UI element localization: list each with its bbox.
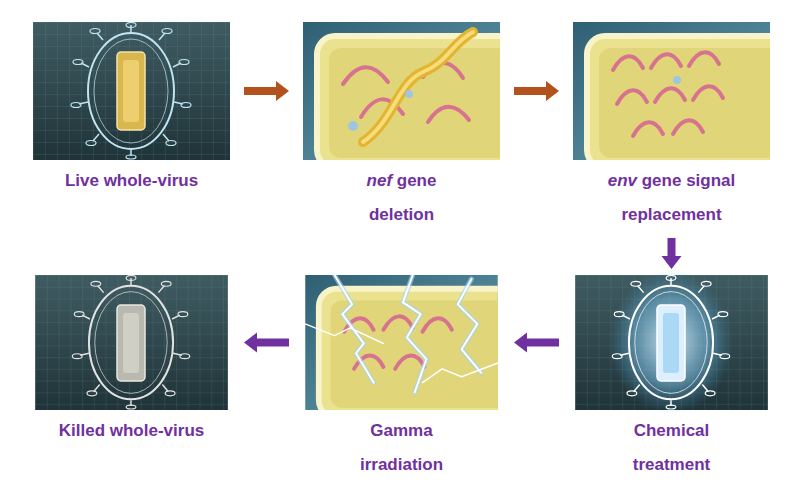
picture-area bbox=[573, 275, 770, 410]
picture-part bbox=[403, 275, 426, 392]
picture-part bbox=[334, 275, 373, 383]
picture-area bbox=[33, 22, 230, 160]
picture-part bbox=[395, 355, 424, 368]
picture-part bbox=[71, 23, 191, 160]
picture-part bbox=[33, 22, 230, 160]
picture-area bbox=[573, 22, 770, 160]
step-caption: nef gene deletion bbox=[347, 164, 457, 232]
picture-part bbox=[363, 32, 473, 142]
picture-part bbox=[305, 324, 383, 344]
step-caption: env gene signal replacement bbox=[597, 164, 747, 232]
picture-part bbox=[458, 279, 481, 373]
step-caption: Gamma irradiation bbox=[352, 414, 452, 482]
picture-part bbox=[305, 275, 514, 418]
picture-part bbox=[303, 22, 517, 168]
picture-part bbox=[693, 86, 723, 100]
picture-part bbox=[363, 32, 473, 142]
picture-part bbox=[458, 279, 481, 373]
picture-part bbox=[609, 270, 733, 414]
step-panel: Live whole-virus bbox=[33, 22, 230, 198]
picture-part bbox=[123, 60, 139, 122]
picture-part bbox=[343, 67, 388, 84]
picture-part bbox=[423, 363, 498, 383]
picture-area bbox=[303, 275, 500, 410]
picture-part bbox=[303, 22, 517, 168]
picture-part bbox=[348, 121, 358, 131]
picture-part bbox=[117, 305, 145, 381]
step-panel: Chemical treatment bbox=[573, 275, 770, 482]
step-panel: Gamma irradiation bbox=[303, 275, 500, 482]
env-replacement-picture bbox=[573, 22, 787, 168]
gene-name: nef bbox=[367, 171, 393, 190]
picture-area bbox=[33, 275, 230, 410]
picture-part bbox=[72, 275, 189, 409]
picture-part bbox=[423, 318, 452, 331]
picture-part bbox=[117, 52, 145, 130]
picture-part bbox=[633, 122, 663, 136]
gene-name: env bbox=[608, 171, 637, 190]
picture-part bbox=[673, 76, 681, 84]
picture-part bbox=[343, 63, 469, 122]
picture-part bbox=[123, 313, 139, 373]
step-panel: Killed whole-virus bbox=[33, 275, 230, 448]
picture-part bbox=[573, 22, 787, 168]
picture-part bbox=[305, 275, 498, 392]
nef-deletion-picture bbox=[303, 22, 517, 168]
picture-area bbox=[303, 22, 500, 160]
picture-part bbox=[573, 22, 787, 168]
chemical-picture bbox=[575, 270, 768, 414]
picture-part bbox=[305, 275, 514, 418]
flow-arrow bbox=[662, 238, 682, 269]
flow-arrow bbox=[514, 333, 559, 353]
picture-part bbox=[655, 88, 685, 102]
picture-part bbox=[428, 107, 469, 122]
picture-part bbox=[657, 305, 685, 381]
picture-part bbox=[35, 275, 228, 410]
picture-part bbox=[383, 316, 412, 329]
picture-part bbox=[673, 120, 703, 134]
step-caption: Live whole-virus bbox=[37, 164, 227, 198]
live-virus-picture bbox=[33, 22, 230, 160]
picture-part bbox=[612, 275, 729, 409]
picture-part bbox=[613, 56, 643, 70]
flow-arrow bbox=[514, 81, 559, 101]
killed-virus-picture bbox=[35, 275, 228, 410]
gamma-picture bbox=[305, 275, 514, 418]
step-caption: Chemical treatment bbox=[622, 414, 722, 482]
picture-part bbox=[663, 313, 679, 373]
picture-part bbox=[613, 52, 723, 136]
step-panel: env gene signal replacement bbox=[573, 22, 770, 232]
picture-part bbox=[617, 90, 647, 104]
picture-part bbox=[651, 54, 681, 68]
flow-arrow bbox=[244, 81, 289, 101]
step-panel: nef gene deletion bbox=[303, 22, 500, 232]
step-caption: Killed whole-virus bbox=[37, 414, 227, 448]
picture-part bbox=[405, 90, 413, 98]
picture-part bbox=[403, 275, 426, 392]
picture-part bbox=[334, 275, 373, 383]
flow-arrow bbox=[244, 333, 289, 353]
picture-part bbox=[689, 52, 719, 66]
